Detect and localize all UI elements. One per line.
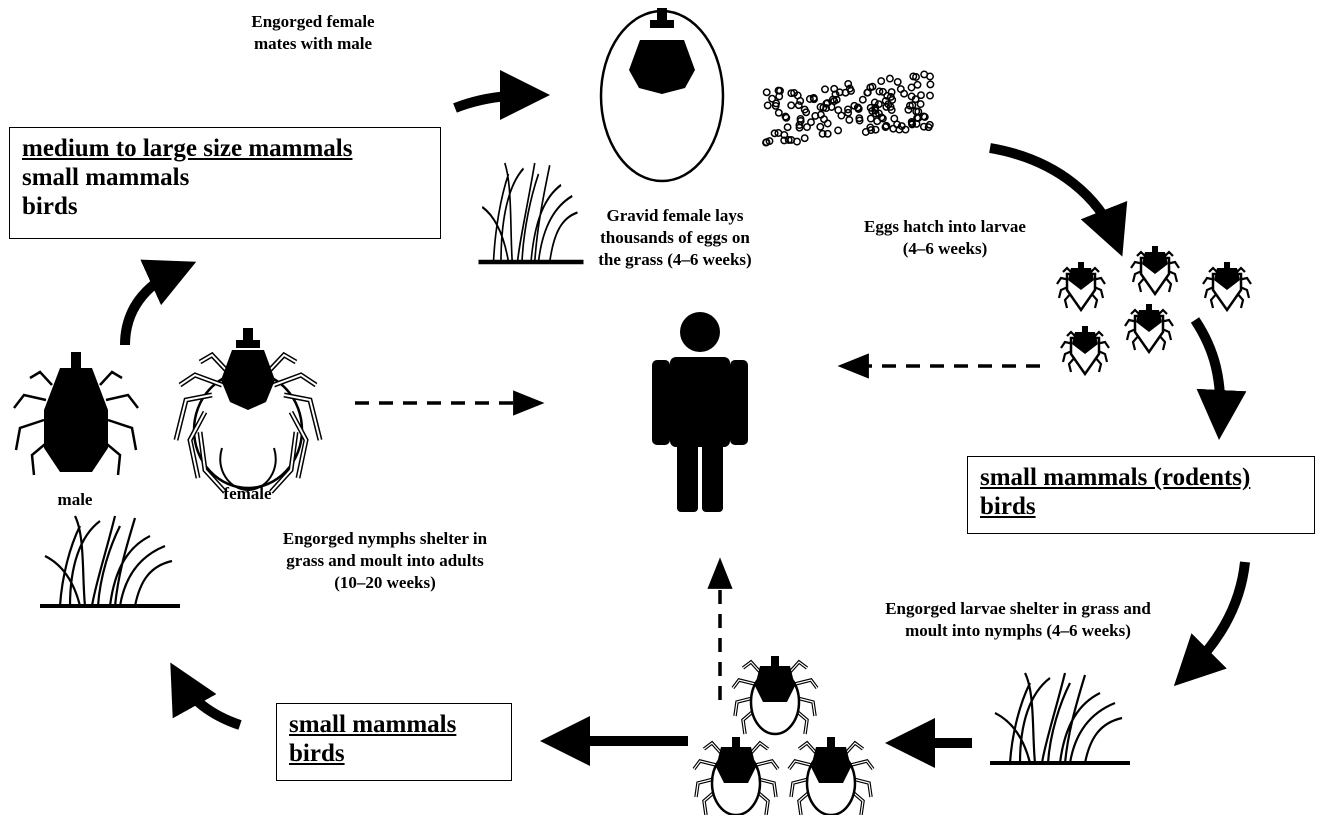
- host-box-adult: medium to large size mammals small mamma…: [9, 127, 441, 239]
- egg-cluster-icon: [763, 71, 934, 146]
- arrow-host-to-grass-left: [180, 680, 240, 725]
- arrow-larvae-to-host: [1195, 320, 1220, 420]
- label-hatch: Eggs hatch into larvae(4–6 weeks): [835, 216, 1055, 260]
- arrow-mate-to-female: [455, 95, 530, 108]
- larva-tick-icon: [1057, 246, 1251, 374]
- human-figure-icon: [652, 312, 748, 512]
- host-box-nymph: small mammals birds: [276, 703, 512, 781]
- label-female: female: [205, 483, 290, 505]
- nymph-tick-icon: [694, 656, 873, 815]
- label-male: male: [40, 489, 110, 511]
- host-box-larva: small mammals (rodents) birds: [967, 456, 1315, 534]
- female-tick-icon: [176, 328, 320, 492]
- male-tick-icon: [14, 352, 138, 475]
- engorged-female-tick-icon: [601, 8, 723, 181]
- arrow-adults-to-host: [125, 270, 178, 345]
